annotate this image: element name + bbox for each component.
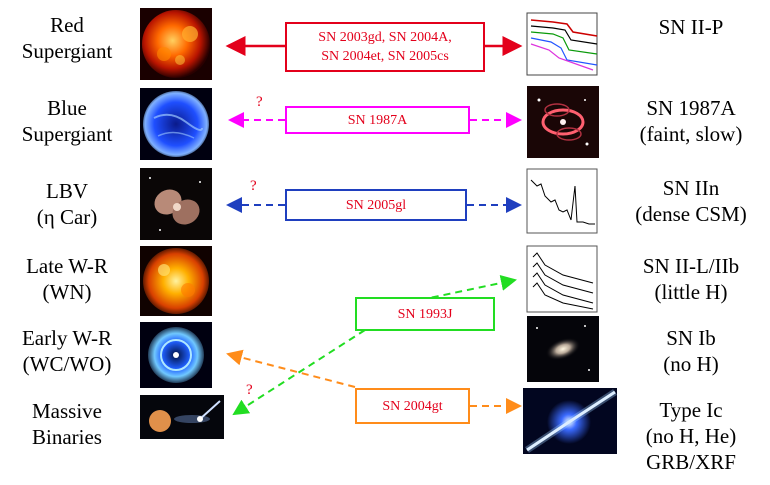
link-box-sn-2004gt: SN 2004gt bbox=[355, 388, 470, 424]
sn1987a-ring-image bbox=[527, 86, 599, 158]
light-curve-plot-image bbox=[523, 10, 601, 78]
green-arrow-down bbox=[232, 329, 366, 416]
link-box-line: SN 2004gt bbox=[382, 398, 443, 414]
galaxy-image bbox=[527, 316, 599, 382]
sn-label-iin: SN IIn(dense CSM) bbox=[635, 176, 747, 226]
link-box-sn-1987a: SN 1987A bbox=[285, 106, 470, 134]
link-box-line: SN 2005gl bbox=[345, 197, 407, 213]
sn-label-1987a: SN 1987A(faint, slow) bbox=[639, 96, 743, 146]
sn-label-ic: Type Ic(no H, He)GRB/XRF bbox=[645, 398, 737, 474]
link-box-sn-2005gl: SN 2005gl bbox=[285, 189, 467, 221]
link-box-line: SN 2003gd, SN 2004A, bbox=[318, 30, 452, 45]
sn-label-ii-l-iib: SN II-L/IIb(little H) bbox=[642, 254, 740, 304]
link-box-line: SN 1993J bbox=[397, 306, 453, 322]
light-curves-plot-image bbox=[523, 243, 601, 315]
gamma-ray-burst-image bbox=[523, 388, 617, 454]
spectrum-plot-image bbox=[523, 166, 601, 236]
sn-label-ii-p: SN II-P bbox=[658, 15, 724, 39]
eta-carinae-nebula-image bbox=[140, 168, 212, 240]
link-box-line: SN 1987A bbox=[347, 112, 408, 128]
question-mark-bsg: ? bbox=[256, 94, 263, 110]
binary-star-image bbox=[140, 395, 224, 439]
link-box-sn-iip-events: SN 2003gd, SN 2004A, SN 2004et, SN 2005c… bbox=[285, 22, 485, 72]
orange-arrow-up bbox=[226, 349, 356, 388]
question-mark-lbv: ? bbox=[250, 178, 257, 194]
sn-label-ib: SN Ib(no H) bbox=[663, 326, 719, 376]
progenitor-label-lbv: LBV(η Car) bbox=[36, 179, 98, 229]
green-arrow-up bbox=[419, 275, 517, 301]
link-box-line: SN 2004et, SN 2005cs bbox=[321, 49, 449, 64]
red-supergiant-star-image bbox=[140, 8, 212, 80]
link-box-sn-1993j: SN 1993J bbox=[355, 297, 495, 331]
blue-supergiant-star-image bbox=[140, 88, 212, 160]
progenitor-label-late-wr: Late W-R(WN) bbox=[26, 254, 108, 304]
question-mark-binaries: ? bbox=[246, 382, 253, 398]
progenitor-label-early-wr: Early W-R(WC/WO) bbox=[21, 326, 112, 376]
wolf-rayet-nebula-image bbox=[140, 322, 212, 388]
wolf-rayet-star-image bbox=[140, 246, 212, 316]
